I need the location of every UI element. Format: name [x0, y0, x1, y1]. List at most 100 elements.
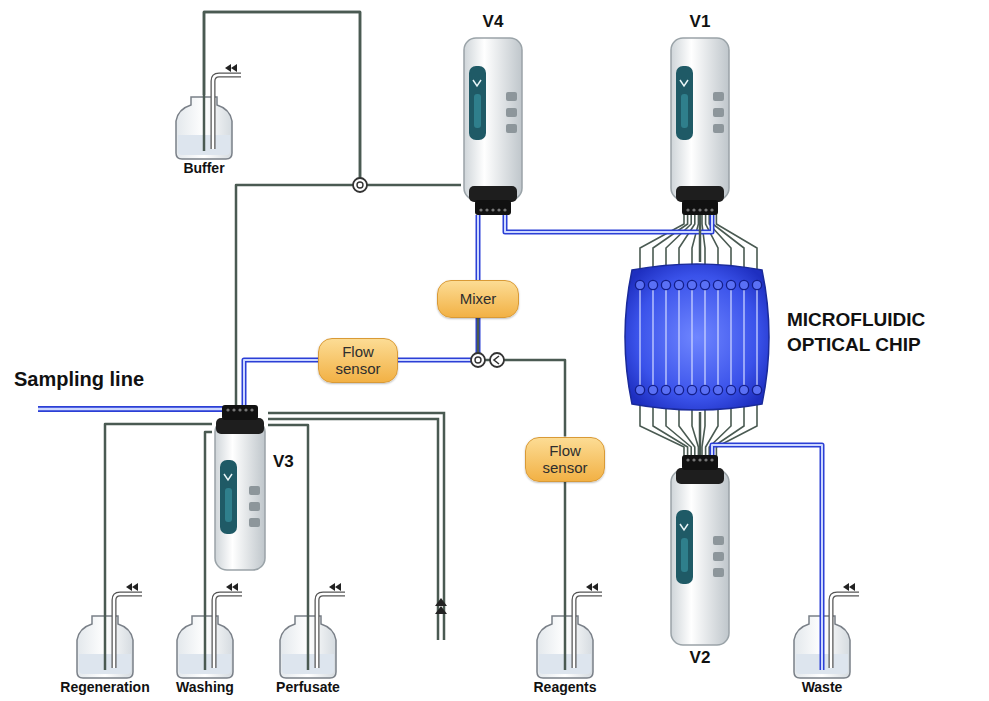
tube-line [564, 482, 567, 615]
tube-wall [398, 318, 478, 360]
bottle-shape-part [114, 594, 142, 668]
tube-line [699, 412, 702, 455]
channel-line [713, 402, 744, 460]
valve-body-part [469, 186, 517, 202]
valve-body-part [686, 208, 689, 211]
chip-shape-part [752, 385, 761, 394]
valve-label: V1 [690, 13, 711, 30]
tube-wall [505, 215, 712, 232]
tube-wall [244, 360, 318, 405]
valve-label: V4 [483, 13, 504, 30]
valve-body-part [506, 124, 517, 133]
sample-tube [505, 215, 712, 232]
valve-label: V2 [690, 649, 711, 666]
valve-body-part [469, 66, 486, 140]
box-label: Flow sensor [327, 343, 389, 378]
junction [471, 353, 485, 367]
valve-body-part [238, 408, 241, 411]
bottle-label: Washing [176, 679, 234, 696]
bottle-shape-part [225, 64, 237, 72]
valve-body-part [713, 552, 724, 561]
valve-body-part [249, 518, 260, 527]
bottle-label: Buffer [183, 160, 224, 177]
valve-body-part [681, 94, 688, 128]
valve-body-part [244, 408, 247, 411]
channel-line [716, 212, 757, 272]
tube-core [477, 215, 479, 280]
bottle-shape-part [843, 583, 855, 591]
check-valve [494, 356, 499, 364]
chip-shape-part [713, 385, 722, 394]
chip-shape-part [730, 290, 731, 385]
chip-shape-part [635, 385, 644, 394]
valve-body-part [713, 536, 724, 545]
bottle-shape-part [203, 95, 206, 151]
valve-body-part [216, 418, 264, 434]
valve-body-part [710, 208, 713, 211]
bottle-shape-part [329, 583, 341, 591]
valve-body-part [224, 474, 232, 480]
valve-body-part [474, 94, 481, 128]
chip-shape [622, 262, 772, 412]
valve-body-part [222, 405, 258, 420]
valve-body-part [676, 468, 724, 484]
valve-body [668, 38, 732, 215]
chip-shape-part [635, 280, 644, 289]
bottle-label: Reagents [533, 679, 596, 696]
tube-core [505, 215, 712, 232]
valve-body-part [680, 524, 688, 530]
box-label: Flow sensor [534, 442, 596, 477]
valve-body-part [676, 186, 724, 202]
bottle-shape-part [831, 594, 859, 668]
sample-tube [244, 360, 318, 405]
bottle-shape-part [307, 614, 310, 670]
flow-arrowhead [435, 598, 447, 606]
bottle-shape-part [126, 583, 138, 591]
valve-label: V3 [273, 453, 294, 470]
chip-shape-part [648, 280, 657, 289]
valve-body-part [692, 458, 695, 461]
tube-line [204, 12, 461, 185]
sensor-box: Flow sensor [525, 437, 605, 482]
sample-tube [398, 318, 478, 360]
valve-body-part [249, 502, 260, 511]
bottle-shape-part [226, 583, 238, 591]
valve-body-part [713, 124, 724, 133]
valve-body-part [671, 470, 729, 645]
bottle-shape-part [214, 594, 242, 668]
valve-body-part [713, 568, 724, 577]
chip-shape-part [661, 280, 670, 289]
valve-body [212, 405, 268, 570]
valve-body-part [680, 80, 688, 86]
bottle-shape [169, 95, 239, 159]
bottle-shape-part [574, 594, 602, 668]
valve-body-part [676, 66, 693, 140]
chip-shape-part [661, 385, 670, 394]
chip-shape-part [674, 280, 683, 289]
fluid-line [268, 425, 308, 614]
fluid-line [700, 412, 701, 455]
valve-body-part [232, 408, 235, 411]
channel-line [692, 212, 698, 272]
chip-shape-part [704, 290, 705, 385]
bottle-shape-part [213, 75, 241, 149]
fluid-line [205, 432, 212, 614]
bottle-shape-part [204, 614, 207, 670]
valve-body-part [692, 208, 695, 211]
channel-line [713, 212, 744, 272]
bottle: Washing [170, 614, 240, 696]
channel-line [716, 402, 757, 460]
sample-tube [478, 215, 479, 280]
bottle-label: Perfusate [276, 679, 340, 696]
tube-wall [476, 215, 481, 280]
bottle: Buffer [169, 95, 239, 177]
valve-body-part [704, 458, 707, 461]
valve-body-part [473, 80, 481, 86]
bottle-shape-part [104, 614, 107, 670]
chip-shape-part [648, 385, 657, 394]
valve-body [461, 38, 525, 215]
chip-shape-part [687, 385, 696, 394]
bottle-shape-part [820, 614, 825, 670]
fluid-line [105, 424, 212, 614]
chip-shape-part [713, 280, 722, 289]
